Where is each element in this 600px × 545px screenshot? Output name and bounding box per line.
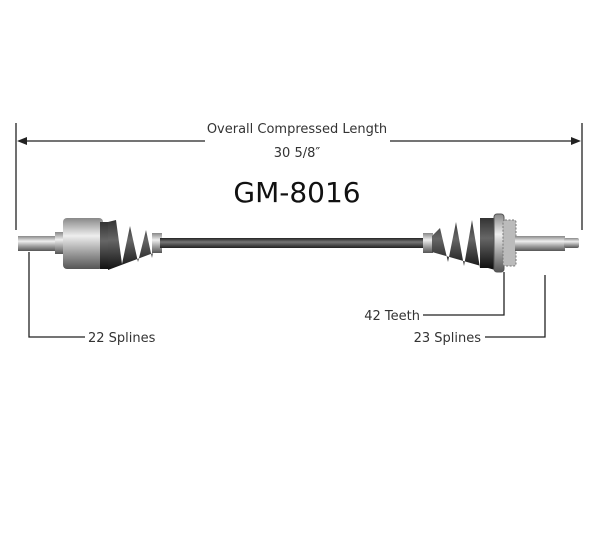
dimension-label: Overall Compressed Length bbox=[207, 122, 387, 137]
arrow-right-icon bbox=[571, 137, 581, 145]
callout-lines bbox=[28, 252, 546, 338]
right-splines-label: 23 Splines bbox=[414, 331, 482, 346]
teeth-label: 42 Teeth bbox=[364, 309, 420, 324]
part-number: GM-8016 bbox=[233, 176, 360, 209]
cv-axle-image bbox=[18, 213, 579, 273]
left-splines-label: 22 Splines bbox=[88, 331, 156, 346]
dimension-line bbox=[15, 123, 583, 230]
arrow-left-icon bbox=[17, 137, 27, 145]
dimension-value: 30 5/8″ bbox=[274, 146, 321, 161]
